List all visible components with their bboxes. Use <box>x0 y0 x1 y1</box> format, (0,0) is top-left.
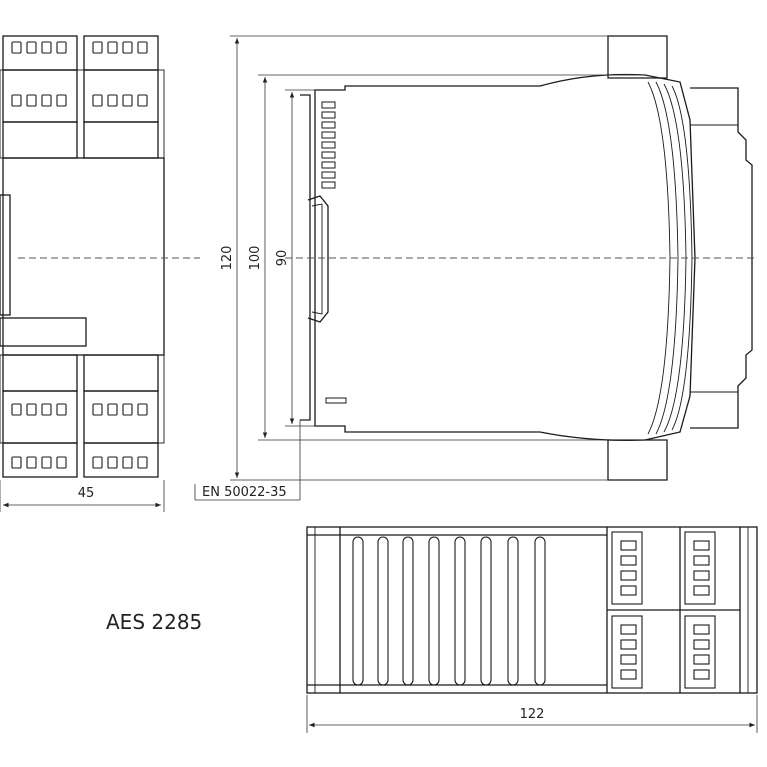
dimension-height-90: 90 <box>275 89 315 427</box>
top-terminal-blocks <box>0 35 165 159</box>
standard-label: EN 50022-35 <box>202 485 287 500</box>
side-view: 120 100 90 EN 50022-35 <box>194 35 755 501</box>
dimension-width-45: 45 <box>0 480 165 512</box>
dimension-depth-label: 122 <box>520 707 545 722</box>
model-title: AES 2285 <box>106 610 202 634</box>
front-body <box>2 157 165 356</box>
terminal-screws <box>11 41 148 469</box>
top-vent-slots <box>352 536 546 686</box>
dimension-90-label: 90 <box>275 250 290 267</box>
standard-callout: EN 50022-35 <box>194 420 301 501</box>
dimension-120-label: 120 <box>220 246 235 271</box>
dimension-width-label: 45 <box>78 486 95 501</box>
side-body <box>314 73 696 441</box>
dimension-100-label: 100 <box>248 246 263 271</box>
front-view: 45 <box>0 35 200 512</box>
dimension-height-100: 100 <box>248 74 645 441</box>
rear-vents <box>321 101 347 404</box>
top-body <box>306 526 758 694</box>
bottom-terminal-blocks <box>0 354 165 478</box>
top-view: 122 <box>306 526 758 733</box>
top-terminal-openings <box>611 531 716 689</box>
dimension-depth-122: 122 <box>306 695 758 733</box>
front-label-slot <box>0 317 87 347</box>
din-clip-edge <box>0 194 11 316</box>
dimension-height-120: 120 <box>220 35 608 481</box>
